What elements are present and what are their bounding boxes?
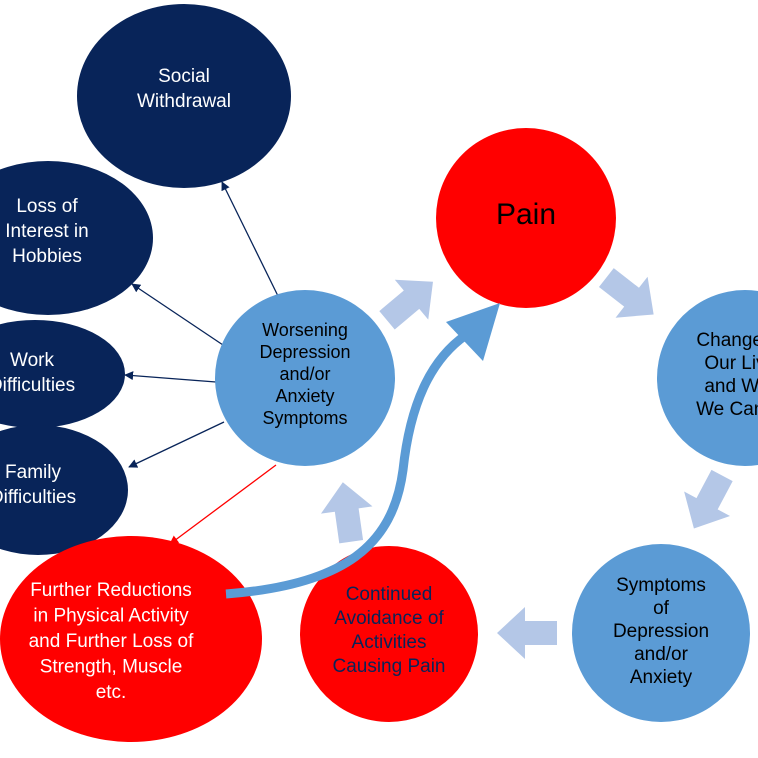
node-worsening xyxy=(215,290,395,466)
label-worsening-line: and/or xyxy=(279,364,330,384)
arrow-to-social-withdrawal xyxy=(221,181,279,297)
label-loss-of-interest-line: Interest in xyxy=(5,221,88,242)
block-arrow-icon xyxy=(320,482,373,544)
label-worsening-line: Symptoms xyxy=(262,408,347,428)
label-further: Further Reductions in Physical Activity an… xyxy=(29,580,194,703)
label-symptoms-line: Anxiety xyxy=(630,667,693,688)
node-changes xyxy=(657,290,758,466)
label-loss-of-interest-line: Hobbies xyxy=(12,246,82,267)
label-worsening-line: Depression xyxy=(259,342,350,362)
label-symptoms-line: of xyxy=(653,598,670,619)
node-continued xyxy=(300,546,478,722)
arrow-to-family-difficulties xyxy=(128,421,225,468)
arrow-to-loss-of-interest xyxy=(131,283,224,346)
label-continued-line: Continued xyxy=(346,584,433,605)
label-further-line: etc. xyxy=(96,682,127,703)
arrow-to-work-difficulties xyxy=(124,371,217,383)
node-social-withdrawal xyxy=(77,4,291,188)
label-work-difficulties: WorkDifficulties xyxy=(0,350,75,396)
label-work-difficulties-line: Work xyxy=(10,350,54,371)
label-changes-line: and What xyxy=(704,376,758,397)
block-arrow-icon xyxy=(379,279,433,330)
label-continued-line: Avoidance of xyxy=(334,608,444,629)
label-pain-line: Pain xyxy=(496,198,556,231)
node-further xyxy=(0,536,262,742)
label-further-line: and Further Loss of xyxy=(29,631,194,652)
label-worsening-line: Anxiety xyxy=(275,386,334,406)
label-loss-of-interest: Loss of Interest in Hobbies xyxy=(5,196,88,267)
label-changes-line: Our Lives xyxy=(704,353,758,374)
arrow-to-further-reductions xyxy=(169,464,277,545)
label-social-withdrawal-line: Social xyxy=(158,66,210,87)
block-arrow-icon xyxy=(684,469,733,529)
label-continued-line: Causing Pain xyxy=(332,656,445,677)
connector-arrows xyxy=(124,181,279,545)
label-further-line: Strength, Muscle xyxy=(40,657,183,678)
node-family-difficulties xyxy=(0,425,128,555)
label-changes-line: We Can Do xyxy=(696,399,758,420)
curved-arrow-head xyxy=(446,303,500,361)
node-work-difficulties xyxy=(0,320,125,428)
label-family-difficulties-line: Family xyxy=(5,462,61,483)
label-symptoms-line: Depression xyxy=(613,621,709,642)
label-family-difficulties-line: Difficulties xyxy=(0,487,76,508)
label-further-line: in Physical Activity xyxy=(33,606,189,627)
label-continued-line: Activities xyxy=(352,632,427,653)
label-social-withdrawal-line: Withdrawal xyxy=(137,91,231,112)
label-worsening-line: Worsening xyxy=(262,320,348,340)
curved-arrow-icon xyxy=(225,331,469,599)
cycle-arrows xyxy=(320,268,733,659)
label-changes-line: Changes to xyxy=(696,330,758,351)
node-pain xyxy=(436,128,616,308)
label-symptoms-line: and/or xyxy=(634,644,689,665)
block-arrow-icon xyxy=(497,607,557,659)
label-further-line: Further Reductions xyxy=(30,580,192,601)
label-symptoms-line: Symptoms xyxy=(616,575,706,596)
label-work-difficulties-line: Difficulties xyxy=(0,375,75,396)
node-symptoms xyxy=(572,544,750,722)
label-changes: Changes toOur Livesand WhatWe Can Do xyxy=(696,330,758,420)
label-family-difficulties: FamilyDifficulties xyxy=(0,462,76,508)
block-arrow-icon xyxy=(598,268,654,318)
label-pain: Pain xyxy=(496,198,556,231)
node-loss-of-interest xyxy=(0,161,153,315)
label-loss-of-interest-line: Loss of xyxy=(16,196,78,217)
